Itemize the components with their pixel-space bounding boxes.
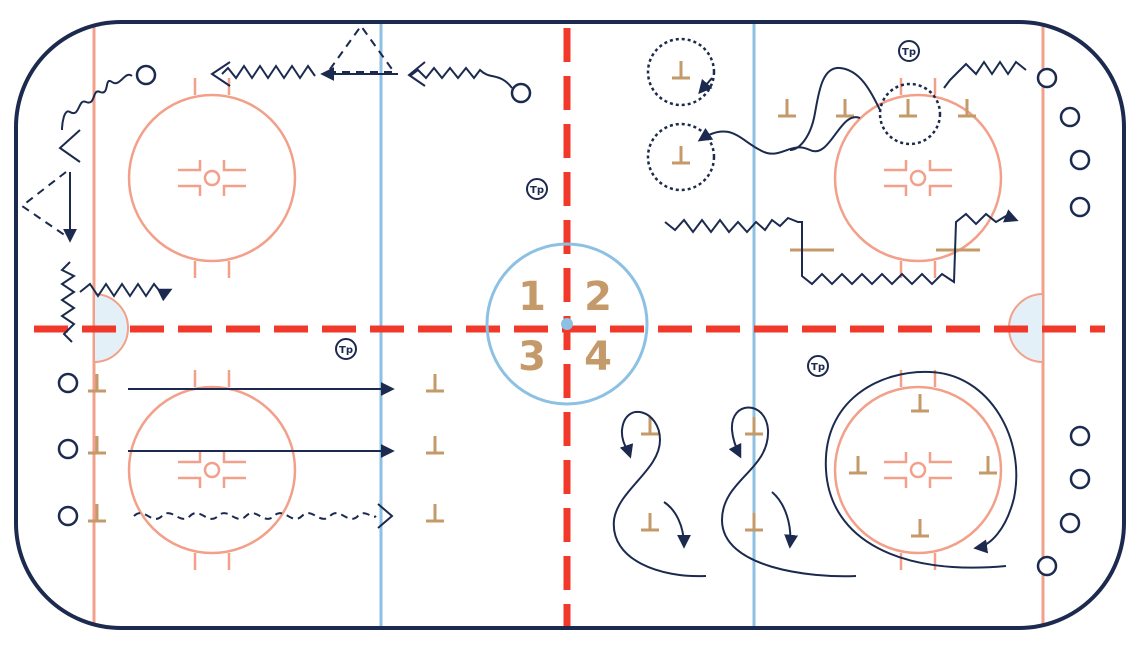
pylon-icon bbox=[641, 513, 659, 532]
player-circle-icon bbox=[1069, 468, 1091, 490]
center-faceoff-dot bbox=[561, 318, 573, 330]
player-circle-icon bbox=[57, 372, 79, 394]
zone-number-4: 4 bbox=[584, 334, 612, 380]
pylon-icon bbox=[958, 99, 976, 118]
chevron-icon bbox=[377, 503, 394, 529]
triangle-pass-icon bbox=[326, 24, 396, 73]
pylon-icon bbox=[426, 374, 444, 393]
player-circle-icon bbox=[1069, 425, 1091, 447]
player-circle-icon bbox=[1069, 196, 1091, 218]
player-circle-icon bbox=[510, 82, 532, 104]
rink-boards bbox=[14, 20, 1126, 630]
chevron-icon bbox=[210, 61, 231, 87]
pylon-icon bbox=[979, 456, 997, 475]
player-circle-icon bbox=[1036, 67, 1058, 89]
pylon-icon bbox=[641, 417, 659, 436]
triangle-pass-icon bbox=[20, 171, 67, 237]
tight-turn-icon bbox=[646, 122, 716, 192]
player-circle-icon bbox=[57, 438, 79, 460]
pass-arrow-icon bbox=[698, 77, 713, 95]
pass-arrow-icon bbox=[771, 491, 799, 549]
skate-path-icon bbox=[409, 66, 513, 89]
pylon-icon bbox=[849, 456, 867, 475]
zone-number-3: 3 bbox=[518, 334, 546, 380]
pylon-icon bbox=[836, 99, 854, 118]
player-circle-icon bbox=[1036, 555, 1058, 577]
puck-carry-path-icon bbox=[664, 209, 1019, 286]
skate-path-icon bbox=[60, 261, 76, 343]
drill-paths bbox=[20, 24, 1027, 578]
skate-path-icon bbox=[221, 64, 316, 80]
skate-path-icon bbox=[61, 73, 133, 131]
player-circle-icon bbox=[1059, 106, 1081, 128]
pylon-icon bbox=[745, 513, 763, 532]
pylons bbox=[88, 61, 997, 538]
pylon-icon bbox=[88, 436, 106, 455]
pylon-icon bbox=[672, 61, 690, 80]
player-circles bbox=[57, 64, 1091, 577]
player-circle-icon bbox=[135, 64, 157, 86]
pylon-icon bbox=[426, 504, 444, 523]
pylon-icon bbox=[778, 99, 796, 118]
player-circle-icon bbox=[1059, 512, 1081, 534]
circle-skate-icon bbox=[824, 370, 1018, 569]
center-faceoff-circle bbox=[485, 242, 649, 406]
zone-number-2: 2 bbox=[584, 274, 612, 320]
chevron-icon bbox=[58, 129, 81, 163]
puck-carry-path-icon bbox=[697, 116, 861, 155]
drill-zone-3 bbox=[128, 382, 395, 529]
puck-carry-path-icon bbox=[79, 282, 173, 302]
s-curve-skate-icon bbox=[720, 406, 857, 578]
skate-path-icon bbox=[789, 66, 881, 151]
drill-zone-4 bbox=[612, 370, 1018, 578]
coach-marker: Tp bbox=[526, 178, 548, 200]
player-circle-icon bbox=[57, 505, 79, 527]
pylon-icon bbox=[911, 394, 929, 413]
faceoff-dot-marks bbox=[178, 160, 952, 488]
pylon-icon bbox=[426, 436, 444, 455]
coach-marker: Tp bbox=[898, 40, 920, 62]
pylon-icon bbox=[899, 99, 917, 118]
tight-turn-icon bbox=[878, 82, 942, 146]
zone-number-1: 1 bbox=[518, 274, 546, 320]
pylon-icon bbox=[88, 504, 106, 523]
pylon-icon bbox=[911, 519, 929, 538]
coach-marker: Tp bbox=[335, 338, 357, 360]
pylon-icon bbox=[88, 374, 106, 393]
svg-text:Tp: Tp bbox=[902, 47, 916, 58]
chevron-icon bbox=[407, 61, 426, 87]
pylon-icon bbox=[672, 146, 690, 165]
drill-zone-2 bbox=[646, 37, 1027, 286]
pylon-icon bbox=[745, 417, 763, 436]
svg-text:Tp: Tp bbox=[339, 345, 353, 356]
pass-arrow-icon bbox=[663, 501, 691, 549]
coach-marker: Tp bbox=[807, 355, 829, 377]
coach-markers: Tp Tp Tp Tp bbox=[335, 40, 920, 377]
drill-zone-1 bbox=[20, 24, 513, 343]
svg-text:Tp: Tp bbox=[530, 185, 544, 196]
tight-turn-icon bbox=[646, 37, 716, 107]
s-curve-skate-icon bbox=[612, 410, 707, 578]
player-circle-icon bbox=[1069, 149, 1091, 171]
skate-path-icon bbox=[943, 60, 1027, 89]
svg-text:Tp: Tp bbox=[811, 362, 825, 373]
faceoff-circles bbox=[127, 78, 1003, 570]
backward-skate-icon bbox=[133, 512, 377, 520]
